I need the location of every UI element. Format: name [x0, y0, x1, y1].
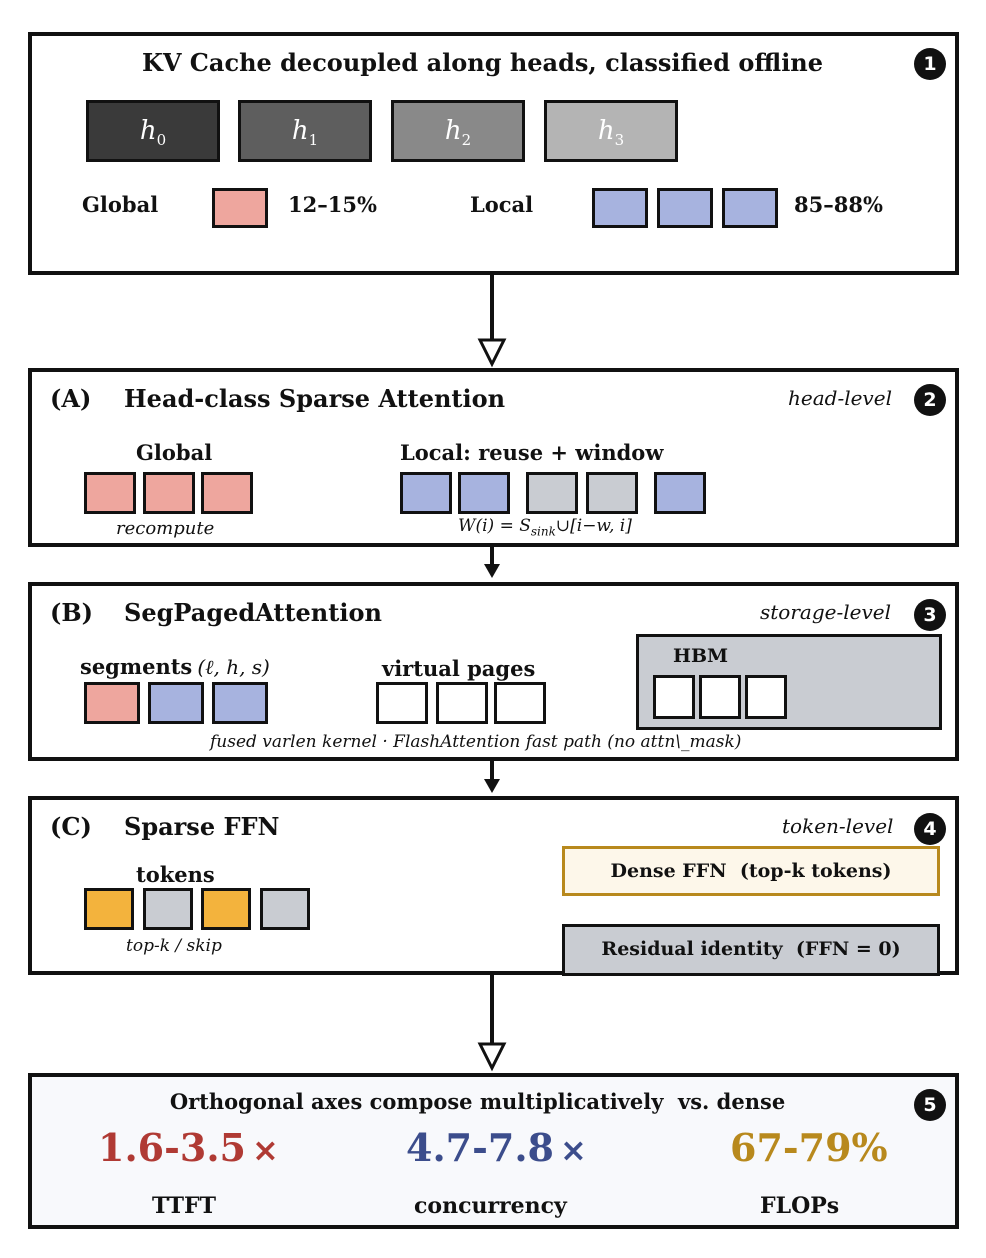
kv-cache-panel: KV Cache decoupled along heads, classifi…: [28, 32, 959, 275]
global-percentage: 12–15%: [288, 192, 377, 217]
virtual-page: [436, 682, 488, 724]
local-class-label: Local: [470, 192, 534, 217]
summary-panel: Orthogonal axes compose multiplicatively…: [28, 1073, 959, 1229]
seg-paged-attention-panel: (B) SegPagedAttention storage-level 3 se…: [28, 582, 959, 761]
flow-arrow-B-to-C: [484, 760, 500, 793]
sparse-ffn-panel: (C) Sparse FFN token-level 4 tokens top-…: [28, 796, 959, 976]
step-badge-3: 3: [914, 599, 946, 631]
selected-token: [201, 888, 251, 930]
skipped-token: [260, 888, 310, 930]
global-head-block: [143, 472, 195, 514]
local-head-swatch: [657, 188, 713, 228]
segment-block: [148, 682, 204, 724]
kv-cache-title: KV Cache decoupled along heads, classifi…: [141, 48, 824, 77]
recompute-note: recompute: [116, 518, 215, 539]
virtual-page: [494, 682, 546, 724]
local-head-block: [654, 472, 706, 514]
global-head-block: [84, 472, 136, 514]
head-h1: h1: [238, 100, 372, 162]
reused-kv-block: [526, 472, 578, 514]
flops-reduction-value: 67-79%: [730, 1125, 888, 1170]
head-h2: h2: [391, 100, 525, 162]
segments-label: segments (ℓ, h, s): [80, 654, 270, 679]
head-h0: h0: [86, 100, 220, 162]
local-percentage: 85–88%: [794, 192, 883, 217]
panel-a-level: head-level: [788, 386, 892, 410]
hbm-label: HBM: [673, 645, 729, 667]
global-class-label: Global: [82, 192, 159, 217]
local-head-swatch: [722, 188, 778, 228]
tokens-label: tokens: [136, 862, 215, 887]
residual-identity-box: Residual identity (FFN = 0): [562, 924, 940, 976]
panel-b-tag: (B): [50, 598, 93, 627]
global-heads-label: Global: [136, 440, 213, 465]
panel-a-title: Head-class Sparse Attention: [124, 384, 506, 413]
ttft-label: TTFT: [152, 1193, 216, 1219]
head-h3: h3: [544, 100, 678, 162]
sparse-attention-panel: (A) Head-class Sparse Attention head-lev…: [28, 368, 959, 547]
global-head-swatch: [212, 188, 268, 228]
flow-arrow-C-to-5: [477, 974, 507, 1072]
physical-page: [745, 675, 787, 719]
local-head-block: [400, 472, 452, 514]
virtual-page: [376, 682, 428, 724]
flow-arrow-A-to-B: [484, 546, 500, 578]
flow-arrow-1-to-A: [477, 274, 507, 368]
step-badge-5: 5: [914, 1089, 946, 1121]
panel-b-level: storage-level: [760, 600, 891, 624]
segment-block: [84, 682, 140, 724]
ttft-speedup-value: 1.6-3.5×: [98, 1125, 279, 1170]
panel-c-level: token-level: [782, 814, 894, 838]
selected-token: [84, 888, 134, 930]
concurrency-label: concurrency: [414, 1193, 567, 1219]
global-head-block: [201, 472, 253, 514]
panel-c-tag: (C): [50, 812, 92, 841]
dense-ffn-box: Dense FFN (top-k tokens): [562, 846, 940, 896]
virtual-pages-label: virtual pages: [382, 656, 536, 681]
local-head-swatch: [592, 188, 648, 228]
step-badge-2: 2: [914, 384, 946, 416]
step-badge-1: 1: [914, 48, 946, 80]
panel-c-title: Sparse FFN: [124, 812, 280, 841]
panel-b-title: SegPagedAttention: [124, 598, 382, 627]
local-heads-label: Local: reuse + window: [400, 440, 664, 465]
step-badge-4: 4: [914, 813, 946, 845]
window-formula: W(i) = Ssink∪[i−w, i]: [458, 516, 632, 539]
physical-page: [653, 675, 695, 719]
segment-block: [212, 682, 268, 724]
physical-page: [699, 675, 741, 719]
topk-skip-note: top-k / skip: [126, 936, 222, 956]
kernel-footnote: fused varlen kernel · FlashAttention fas…: [210, 732, 742, 752]
panel-a-tag: (A): [50, 384, 92, 413]
flops-label: FLOPs: [760, 1193, 840, 1219]
concurrency-gain-value: 4.7-7.8×: [406, 1125, 587, 1170]
reused-kv-block: [586, 472, 638, 514]
skipped-token: [143, 888, 193, 930]
hbm-memory-box: HBM: [636, 634, 942, 730]
summary-title: Orthogonal axes compose multiplicatively…: [169, 1089, 786, 1114]
local-head-block: [458, 472, 510, 514]
